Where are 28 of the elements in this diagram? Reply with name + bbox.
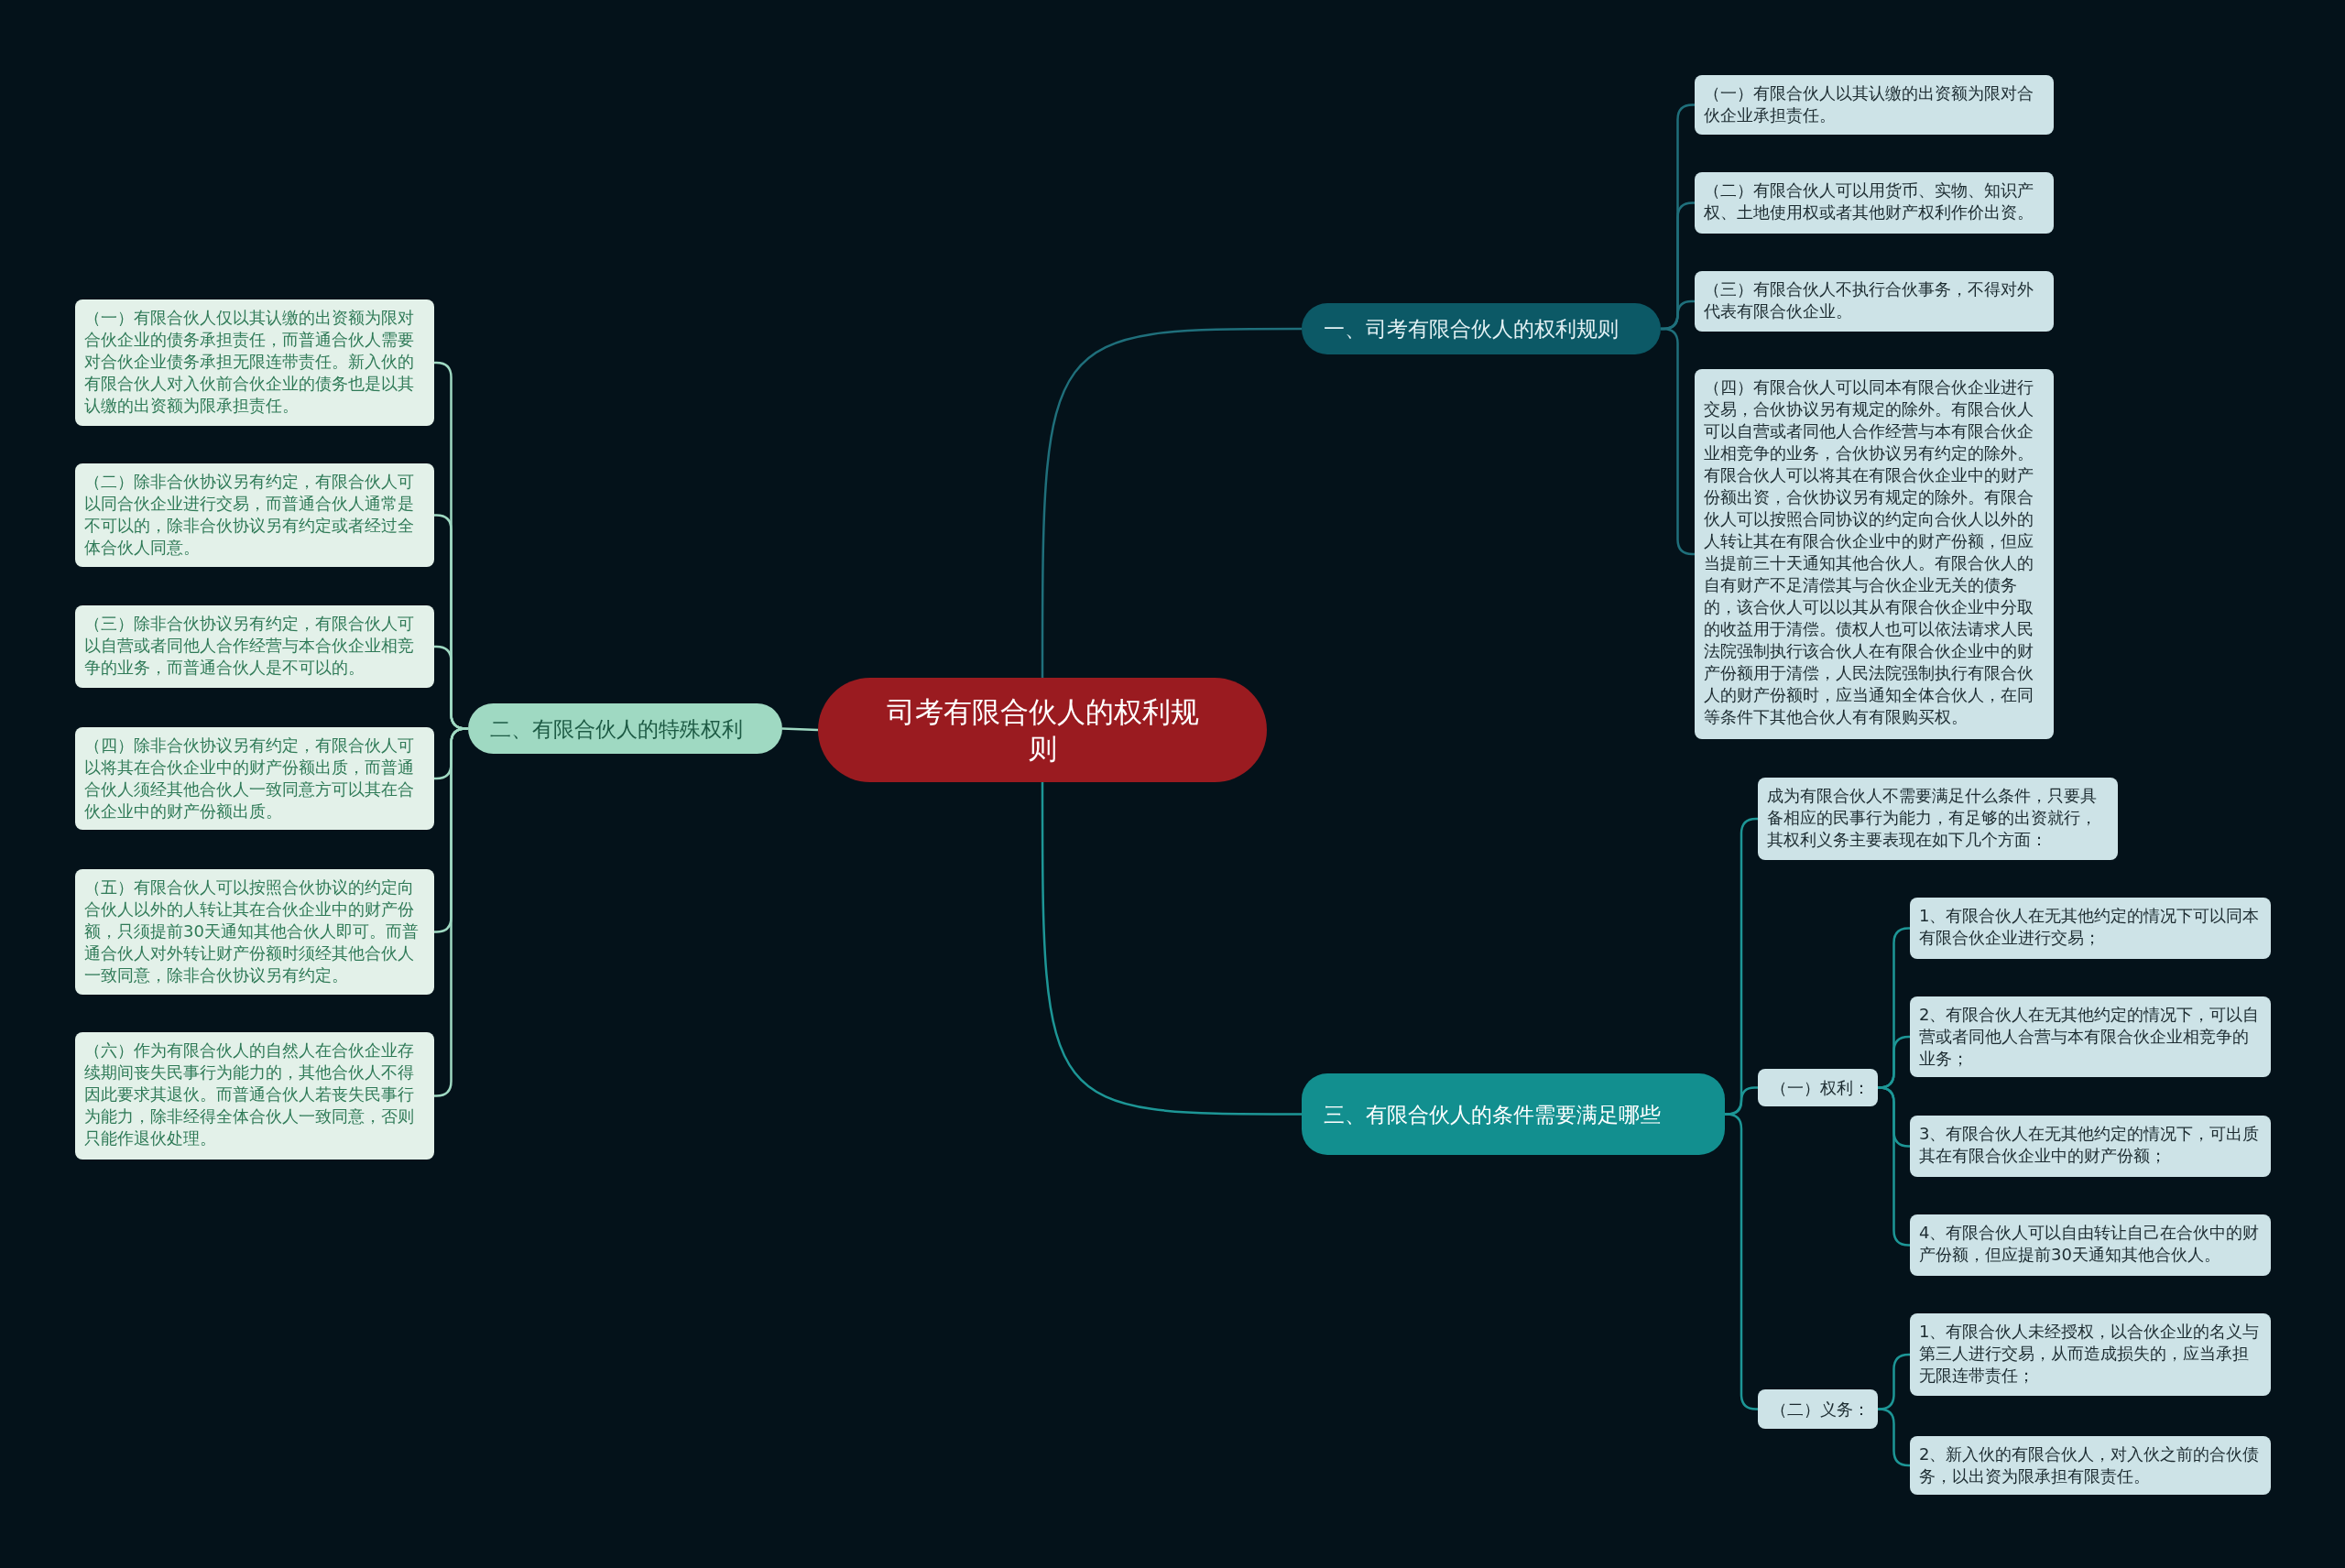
text-card: 1、有限合伙人未经授权，以合伙企业的名义与第三人进行交易，从而造成损失的，应当承担无限连带责任； xyxy=(1910,1313,2271,1396)
text-card: （三）有限合伙人不执行合伙事务，不得对外代表有限合伙企业。 xyxy=(1695,271,2054,332)
branch-topic: 三、有限合伙人的条件需要满足哪些 xyxy=(1302,1073,1725,1155)
branch-topic: 二、有限合伙人的特殊权利 xyxy=(468,703,782,754)
text-card: 3、有限合伙人在无其他约定的情况下，可出质其在有限合伙企业中的财产份额； xyxy=(1910,1116,2271,1177)
text-card: 1、有限合伙人在无其他约定的情况下可以同本有限合伙企业进行交易； xyxy=(1910,898,2271,959)
text-card: （一）有限合伙人仅以其认缴的出资额为限对合伙企业的债务承担责任，而普通合伙人需要对合伙企业债务承担无限连带责任。新入伙的有限合伙人对入伙前合伙企业的债务也是以其认缴的出资额为限承担责任。 xyxy=(75,299,434,426)
text-card: （一）权利： xyxy=(1758,1069,1878,1106)
central-topic: 司考有限合伙人的权利规则 xyxy=(818,678,1267,782)
text-card: 2、有限合伙人在无其他约定的情况下，可以自营或者同他人合营与本有限合伙企业相竞争的业务； xyxy=(1910,996,2271,1077)
connector-line xyxy=(1877,1408,1911,1467)
connector-line xyxy=(1041,782,1302,1116)
connector-line xyxy=(1724,1113,1759,1410)
text-card: （四）有限合伙人可以同本有限合伙企业进行交易，合伙协议另有规定的除外。有限合伙人可以自营或者同他人合作经营与本有限合伙企业相竞争的业务，合伙协议另有约定的除外。有限合伙人可以将其在有限合伙企业中的财产份额出资，合伙协议另有规定的除外。有限合伙人可以按照合同协议的约定向合伙人以外的人转让其在有限合伙企业中的财产份额，但应当提前三十天通知其他合伙人。有限合伙人的自有财产不足清偿其与合伙企业无关的债务的，该合伙人可以以其从有限合伙企业中分取的收益用于清偿。债权人也可以依法请求人民法院强制执行该合伙人在有限合伙企业中的财产份额用于清偿，人民法院强制执行有限合伙人的财产份额时，应当通知全体合伙人，在同等条件下其他合伙人有有限购买权。 xyxy=(1695,369,2054,739)
text-card: 2、新入伙的有限合伙人，对入伙之前的合伙债务，以出资为限承担有限责任。 xyxy=(1910,1436,2271,1495)
text-card: （二）有限合伙人可以用货币、实物、知识产权、土地使用权或者其他财产权利作价出资。 xyxy=(1695,172,2054,234)
text-card: 成为有限合伙人不需要满足什么条件，只要具备相应的民事行为能力，有足够的出资就行，其权利义务主要表现在如下几个方面： xyxy=(1758,778,2118,860)
branch-topic: 一、司考有限合伙人的权利规则 xyxy=(1302,303,1661,354)
connector-line xyxy=(1041,327,1302,678)
text-card: 4、有限合伙人可以自由转让自己在合伙中的财产份额，但应提前30天通知其他合伙人。 xyxy=(1910,1214,2271,1276)
connector-line xyxy=(781,727,819,732)
text-card: （一）有限合伙人以其认缴的出资额为限对合伙企业承担责任。 xyxy=(1695,75,2054,135)
text-card: （二）义务： xyxy=(1758,1389,1878,1429)
text-card: （五）有限合伙人可以按照合伙协议的约定向合伙人以外的人转让其在合伙企业中的财产份额，只须提前30天通知其他合伙人即可。而普通合伙人对外转让财产份额时须经其他合伙人一致同意，除非合伙协议另有约定。 xyxy=(75,869,434,995)
text-card: （二）除非合伙协议另有约定，有限合伙人可以同合伙企业进行交易，而普通合伙人通常是不可以的，除非合伙协议另有约定或者经过全体合伙人同意。 xyxy=(75,463,434,567)
text-card: （三）除非合伙协议另有约定，有限合伙人可以自营或者同他人合作经营与本合伙企业相竞争的业务，而普通合伙人是不可以的。 xyxy=(75,605,434,688)
text-card: （四）除非合伙协议另有约定，有限合伙人可以将其在合伙企业中的财产份额出质，而普通合伙人须经其他合伙人一致同意方可以其在合伙企业中的财产份额出质。 xyxy=(75,727,434,830)
text-card: （六）作为有限合伙人的自然人在合伙企业存续期间丧失民事行为能力的，其他合伙人不得因此要求其退伙。而普通合伙人若丧失民事行为能力，除非经得全体合伙人一致同意，否则只能作退伙处理。 xyxy=(75,1032,434,1160)
